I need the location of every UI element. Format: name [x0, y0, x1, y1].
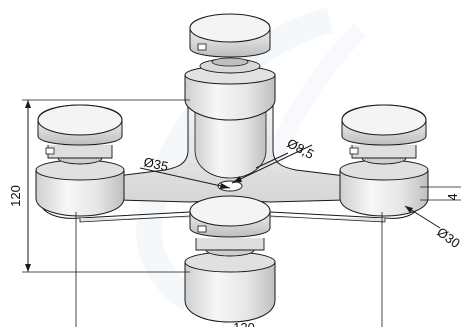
dimension-dia35-label: Ø35	[142, 154, 169, 174]
dimension-width-label: 120	[233, 320, 255, 327]
dimension-width: 120	[75, 212, 383, 327]
dimension-height-label: 120	[8, 185, 23, 207]
fitting-top	[184, 13, 276, 121]
dimension-thickness: 4	[420, 186, 461, 201]
fitting-right	[339, 104, 429, 217]
dimension-thickness-label: 4	[445, 193, 460, 200]
fitting-left	[35, 104, 125, 217]
dimension-dia30-label: Ø30	[434, 224, 461, 251]
dimension-dia85-label: Ø8,5	[285, 135, 317, 161]
dimension-height: 120	[8, 99, 190, 273]
fitting-front	[184, 195, 276, 323]
dimension-dia35: Ø35	[139, 154, 231, 189]
